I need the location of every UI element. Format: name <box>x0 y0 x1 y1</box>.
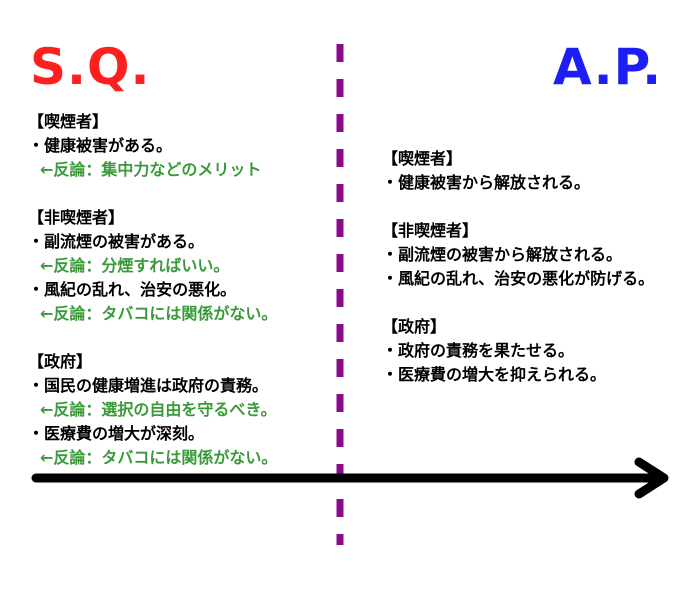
ap-group-nonsmokers-header: 【非喫煙者】 <box>382 221 479 240</box>
after-plan-title: A.P. <box>553 38 663 96</box>
ap-point: ・健康被害から解放される。 <box>382 173 591 192</box>
sq-rebuttal: ←反論：タバコには関係がない。 <box>40 304 278 323</box>
ap-point: ・医療費の増大を抑えられる。 <box>382 365 607 384</box>
arrow-head-icon <box>634 457 669 499</box>
status-quo-column: 【喫煙者】 ・健康被害がある。 ←反論：集中力などのメリット 【非喫煙者】 ・副… <box>28 110 328 470</box>
sq-group-smokers-header: 【喫煙者】 <box>28 112 109 131</box>
sq-point: ・風紀の乱れ、治安の悪化。 <box>28 280 237 299</box>
sq-rebuttal: ←反論：分煙すればいい。 <box>40 256 230 275</box>
sq-point: ・副流煙の被害がある。 <box>28 232 205 251</box>
sq-rebuttal: ←反論：選択の自由を守るべき。 <box>40 400 277 419</box>
ap-point: ・風紀の乱れ、治安の悪化が防げる。 <box>382 269 655 288</box>
sq-point: ・健康被害がある。 <box>28 136 173 155</box>
sq-group-nonsmokers-header: 【非喫煙者】 <box>28 208 125 227</box>
sq-rebuttal: ←反論：タバコには関係がない。 <box>40 448 278 467</box>
ap-group-smokers-header: 【喫煙者】 <box>382 149 463 168</box>
sq-group-government-header: 【政府】 <box>28 352 93 371</box>
ap-group-government-header: 【政府】 <box>382 317 447 336</box>
sq-point: ・医療費の増大が深刻。 <box>28 424 205 443</box>
after-plan-column: 【喫煙者】 ・健康被害から解放される。 【非喫煙者】 ・副流煙の被害から解放され… <box>382 147 700 387</box>
status-quo-title: S.Q. <box>30 38 151 96</box>
ap-point: ・政府の責務を果たせる。 <box>382 341 575 360</box>
ap-point: ・副流煙の被害から解放される。 <box>382 245 623 264</box>
sq-point: ・国民の健康増進は政府の責務。 <box>28 376 269 395</box>
sq-rebuttal: ←反論：集中力などのメリット <box>40 160 262 179</box>
